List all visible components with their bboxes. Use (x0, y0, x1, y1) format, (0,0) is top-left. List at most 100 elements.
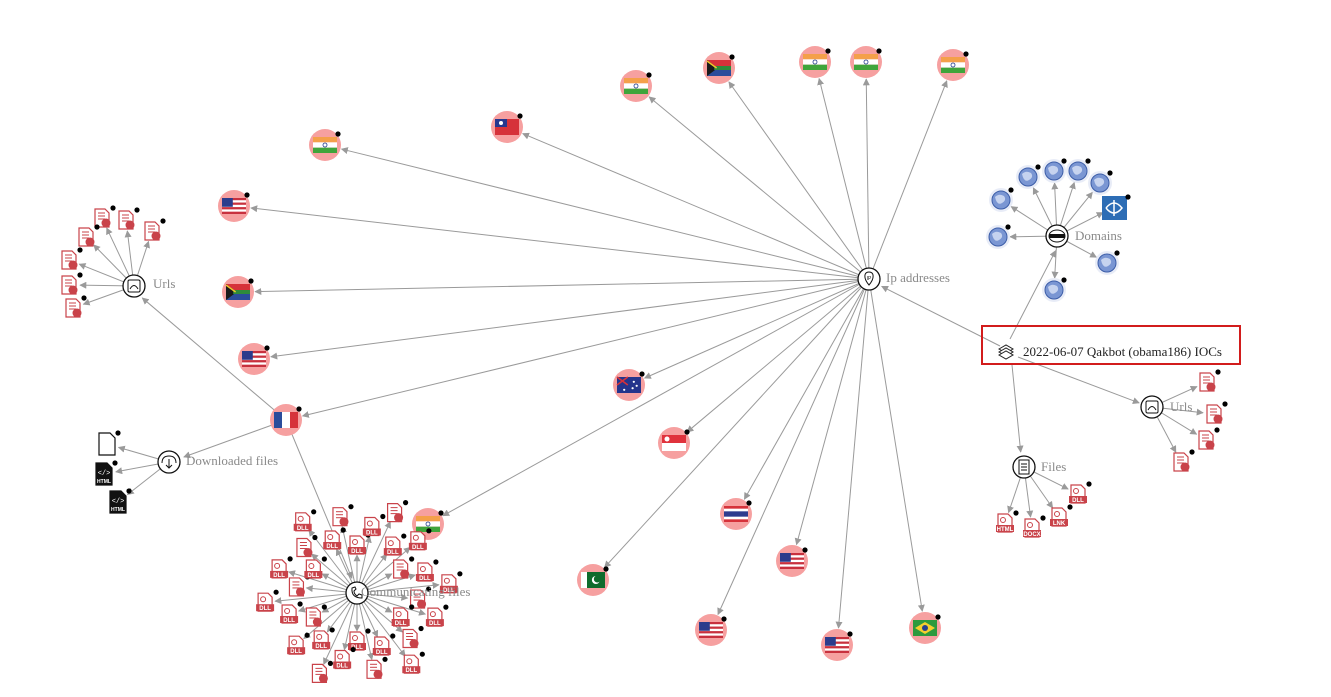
svg-text:DLL: DLL (376, 650, 388, 656)
ip-address-node-thailand[interactable] (720, 498, 752, 530)
root-node-label[interactable]: 2022-06-07 Qakbot (obama186) IOCs (1023, 344, 1222, 359)
svg-text:DOCX: DOCX (1023, 532, 1040, 538)
communicating-file-node[interactable] (332, 504, 354, 527)
url-node[interactable] (118, 207, 140, 230)
url-node[interactable] (61, 247, 83, 270)
ip-address-node-taiwan[interactable] (491, 111, 523, 143)
communicating-file-node[interactable]: DLL (439, 571, 463, 594)
ip-address-node-usa[interactable] (776, 545, 808, 577)
url-node[interactable] (61, 272, 83, 295)
communicating-files-hub-icon[interactable] (345, 581, 369, 605)
communicating-file-node[interactable]: DLL (323, 527, 346, 550)
ip-address-node-india[interactable] (937, 49, 969, 81)
ip-address-node-south-africa[interactable] (222, 276, 254, 308)
communicating-file-node[interactable]: DLL (293, 509, 317, 532)
ip-addresses-hub-icon[interactable]: IP (857, 267, 881, 291)
downloaded-file-node-html[interactable]: HTML</> (109, 488, 132, 514)
ip-address-node-south-africa[interactable] (703, 52, 735, 84)
graph-edge (743, 278, 870, 500)
file-node-dll[interactable]: DLL (1069, 481, 1092, 504)
ip-address-node-india[interactable] (620, 70, 652, 102)
url-node[interactable] (144, 218, 166, 241)
ip-address-node-india[interactable] (850, 46, 882, 78)
communicating-file-node[interactable]: DLL (391, 604, 415, 627)
communicating-file-node[interactable] (386, 500, 409, 523)
communicating-file-node[interactable]: DLL (348, 628, 371, 651)
communicating-file-node[interactable] (311, 660, 334, 683)
communicating-file-node[interactable] (393, 556, 415, 579)
file-node-lnk[interactable]: LNK (1050, 504, 1073, 527)
communicating-file-node[interactable]: DLL (287, 632, 310, 656)
communicating-file-node[interactable]: DLL (425, 604, 449, 628)
ip-address-node-pakistan[interactable] (577, 564, 609, 596)
root-node-highlight[interactable] (981, 325, 1241, 365)
graph-edge (183, 419, 287, 459)
communicating-file-node[interactable]: DLL (256, 589, 279, 613)
communicating-file-node[interactable] (402, 625, 424, 649)
communicating-file-node[interactable]: DLL (270, 556, 293, 579)
ip-address-node-india[interactable] (309, 129, 341, 161)
url-node[interactable] (1198, 427, 1220, 450)
domains-hub-icon[interactable] (1045, 224, 1069, 248)
communicating-file-node[interactable]: DLL (402, 651, 425, 675)
domain-globe-node[interactable] (1016, 164, 1041, 189)
communicating-file-node[interactable]: DLL (312, 627, 335, 650)
graph-edge (862, 78, 870, 280)
ip-address-node-usa[interactable] (695, 614, 727, 646)
graph-edge (442, 278, 870, 517)
domain-globe-node[interactable] (1095, 250, 1120, 275)
communicating-file-node[interactable]: DLL (280, 601, 303, 624)
graph-edge (270, 278, 870, 360)
domain-globe-node[interactable] (1042, 158, 1067, 183)
svg-text:DLL: DLL (290, 649, 302, 655)
ip-address-node-usa[interactable] (821, 629, 853, 661)
urls-left-hub-icon[interactable] (122, 274, 146, 298)
url-node[interactable] (1173, 449, 1195, 472)
files-hub-icon[interactable] (1012, 455, 1036, 479)
communicating-file-node[interactable] (296, 534, 318, 558)
communicating-file-node[interactable] (409, 586, 432, 609)
downloaded-files-label: Downloaded files (186, 453, 278, 468)
ip-address-node-brazil[interactable] (909, 612, 941, 644)
ip-address-node-australia[interactable] (613, 369, 645, 401)
urls-right-hub-icon[interactable] (1140, 395, 1164, 419)
url-node[interactable] (94, 205, 116, 228)
url-node[interactable] (78, 224, 100, 247)
url-node[interactable] (1206, 401, 1228, 424)
stack-icon[interactable] (997, 344, 1015, 360)
graph-edge (717, 278, 870, 616)
graph-edge (522, 132, 870, 280)
communicating-file-node[interactable]: DLL (304, 556, 327, 579)
graph-edge (301, 278, 870, 418)
communicating-file-node[interactable]: DLL (408, 528, 432, 551)
communicating-file-node[interactable]: DLL (372, 633, 396, 656)
ip-address-node-india[interactable] (799, 46, 831, 78)
domain-globe-node[interactable] (1088, 170, 1113, 195)
domain-blue-node[interactable] (1102, 194, 1131, 220)
communicating-file-node[interactable] (305, 604, 327, 627)
domain-globe-node[interactable] (1066, 158, 1091, 183)
ip-address-node-usa[interactable] (238, 343, 270, 375)
communicating-file-node[interactable] (366, 656, 388, 679)
url-node[interactable] (1199, 369, 1221, 392)
communicating-file-node[interactable]: DLL (383, 533, 407, 556)
communicating-file-node[interactable]: DLL (362, 513, 386, 537)
domain-globe-node[interactable] (989, 187, 1014, 212)
downloaded-file-node[interactable] (98, 430, 121, 456)
downloaded-file-node-html[interactable]: HTML</> (95, 460, 118, 486)
ip-address-node-usa[interactable] (218, 190, 250, 222)
file-node-docx[interactable]: DOCX (1023, 515, 1046, 538)
domain-globe-node[interactable] (986, 224, 1011, 249)
url-node[interactable] (65, 295, 87, 318)
ip-address-node-singapore[interactable] (658, 427, 690, 459)
communicating-file-node[interactable]: DLL (333, 646, 356, 670)
ip-address-node-france[interactable] (270, 404, 302, 436)
communicating-file-node[interactable] (288, 574, 311, 597)
domain-globe-node[interactable] (1042, 277, 1067, 302)
svg-text:</>: </> (98, 470, 111, 478)
file-node-html[interactable]: HTML (996, 510, 1019, 533)
communicating-file-node[interactable]: DLL (415, 559, 439, 582)
downloaded-files-hub-icon[interactable] (157, 450, 181, 474)
svg-text:DLL: DLL (443, 588, 455, 594)
